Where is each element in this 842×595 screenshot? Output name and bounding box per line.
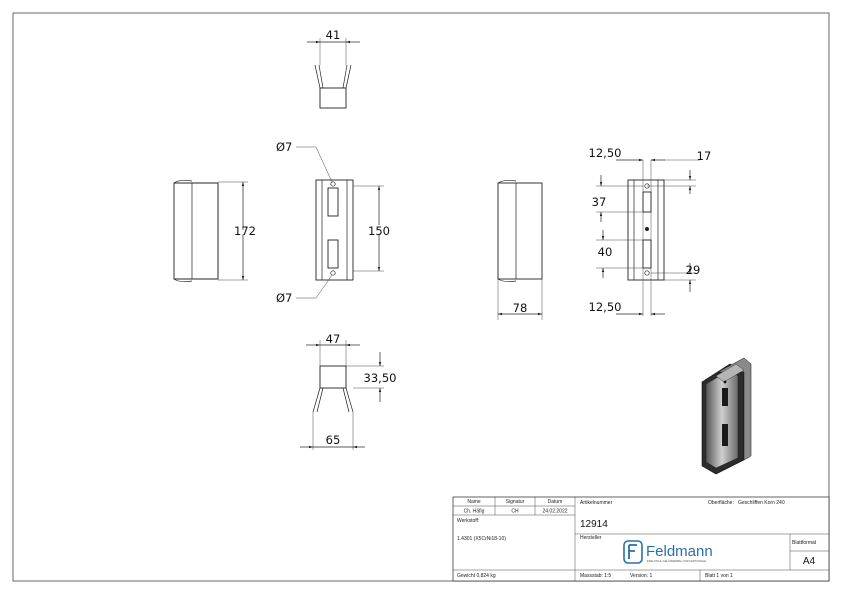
- dim-hole-bottom: Ø7: [276, 291, 292, 305]
- sheet-border: [12, 12, 830, 582]
- back-view: 12,50 17 37 40 29 12,50: [589, 146, 712, 316]
- tb-date-header: Datum: [548, 499, 563, 505]
- top-view: 41: [307, 28, 360, 109]
- tb-date-value: 24.02.2022: [542, 509, 567, 515]
- dim-edge-top: 12,50: [589, 146, 622, 160]
- tb-name-value: Ch. Häfig: [464, 509, 485, 515]
- dim-hole-spacing-lower: 40: [598, 245, 613, 259]
- tb-signature-header: Signatur: [506, 499, 525, 505]
- dim-right-offset: 17: [697, 149, 712, 163]
- side-view: 78: [497, 179, 543, 320]
- feldmann-logo: Feldmann EDELSTAHL-GELÄNDERBAU UND FERTI…: [623, 540, 713, 564]
- tb-signature-value: CH: [511, 509, 519, 515]
- title-block: Name Signatur Datum Ch. Häfig CH 24.02.2…: [452, 496, 830, 582]
- tb-manufacturer-label: Hersteller: [580, 535, 602, 541]
- tb-article-label: Artikelnummer: [580, 500, 613, 506]
- logo-tagline: EDELSTAHL-GELÄNDERBAU UND FERTIGTEILE: [647, 559, 706, 563]
- tb-format-label: Blattformat: [792, 540, 817, 546]
- tb-weight: Gewicht 0,824 kg: [457, 573, 496, 579]
- tb-material-value: 1.4301 (X5CrNi18-10): [457, 536, 506, 542]
- dim-edge-bottom: 12,50: [589, 300, 622, 314]
- logo-text: Feldmann: [646, 543, 713, 560]
- dim-bottom-offset: 29: [686, 263, 701, 277]
- dim-hole-spacing-upper: 37: [592, 195, 607, 209]
- dim-bottom-height: 33,50: [364, 371, 397, 385]
- isometric-view: [701, 357, 752, 475]
- tb-format-value: A4: [803, 556, 816, 567]
- tb-version: Version: 1: [630, 573, 652, 579]
- dim-front-height: 150: [368, 224, 390, 238]
- dim-hole-top: Ø7: [276, 140, 292, 154]
- tb-surface-value: Geschliffen Korn 240: [738, 500, 785, 506]
- tb-name-header: Name: [467, 499, 481, 505]
- tb-scale: Massstab: 1:5: [580, 573, 611, 579]
- tb-article-number: 12914: [580, 519, 608, 530]
- dim-bottom-width-inner: 47: [326, 332, 341, 346]
- dim-left-height: 172: [234, 224, 256, 238]
- front-view: 150 Ø7 Ø7: [276, 140, 390, 305]
- tb-material-label: Werkstoff:: [457, 518, 479, 524]
- tb-sheet: Blatt 1 von 1: [705, 573, 733, 579]
- tb-surface-label: Oberfläche:: [708, 500, 734, 506]
- dim-depth: 78: [513, 301, 528, 315]
- dim-top-width: 41: [326, 28, 341, 42]
- left-side-view: 172: [173, 179, 256, 283]
- bottom-view: 47 33,50 65: [300, 332, 396, 450]
- dim-bottom-width-outer: 65: [326, 433, 341, 447]
